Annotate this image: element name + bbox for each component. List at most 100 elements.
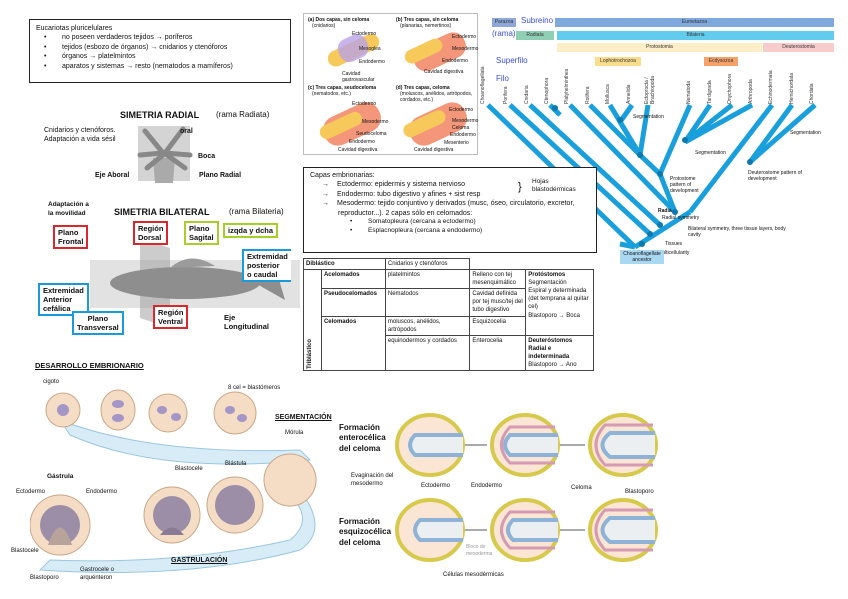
label-line: Anterior — [43, 295, 73, 304]
panel-b-label: Endodermo — [442, 58, 468, 64]
eucariotas-box: Eucariotas pluricelulares no poseen verd… — [29, 19, 291, 83]
phylogenetic-tree: Parazoa Subreino Eumetazoa (rama) Radiat… — [480, 12, 848, 264]
capa-label: Endodermo — [337, 190, 374, 198]
row-grupo: moluscos, anélidos, artrópodos — [384, 315, 471, 336]
capa-text: : epidermis y sistema nervioso — [370, 181, 466, 189]
deuterostomos-line: Blastoporo → Ano — [528, 362, 577, 369]
label-blastocele-gastrula: Blastocele — [11, 548, 39, 554]
panel-a-label: Mesoglea — [359, 46, 381, 52]
label-line: Gastrocele o — [80, 567, 115, 573]
label-line: o caudal — [247, 270, 278, 279]
panel-c-title: (c) Tres capas, seudoceloma — [308, 85, 377, 91]
panel-c-label: Seudoceloma — [356, 131, 387, 137]
label-cigoto: cigoto — [43, 379, 60, 385]
label-line: Formación — [339, 517, 380, 526]
label-line: Formación — [339, 423, 380, 432]
panel-c-subtitle: (nematodos, etc.) — [312, 91, 351, 97]
label-line: Eje — [224, 313, 236, 322]
capa-sub: Somatopleura (cercana a ectodermo) — [342, 218, 590, 227]
panel-a-subtitle: (cnidarios) — [312, 23, 336, 29]
hojas-line: blastodérmicas — [532, 186, 576, 194]
row-grupo: Nematodos — [384, 288, 471, 317]
label-line: Región — [138, 224, 164, 233]
protostomos-cell: Protóstomos Segmentación Espiral y deter… — [525, 269, 594, 336]
label-region-dorsal: Región Dorsal — [133, 221, 169, 245]
radia-label: Radia — [658, 208, 672, 214]
panel-c-label: Endodermo — [349, 139, 375, 145]
label-subreino: Subreino — [521, 16, 554, 25]
label-eje-aboral: Eje Aboral — [95, 172, 130, 179]
label-plano-radial: Plano Radial — [199, 172, 242, 179]
label-morula: Mórula — [285, 430, 304, 436]
bilateral-note-line: la movilidad — [48, 209, 86, 217]
panel-a-label: Endodermo — [359, 59, 385, 65]
annotation: Multicellularity — [658, 250, 690, 256]
label-bloco-mesoderma: Bloco de mesoderma — [466, 544, 492, 557]
label-line: posterior — [247, 261, 280, 270]
label-line: del celoma — [339, 443, 381, 453]
panel-a-label: Cavidad gastrovascular — [342, 71, 375, 83]
label-line: esquizocélica — [339, 527, 392, 537]
label-line: enterocélica — [339, 433, 386, 443]
annotation: Radial symmetry — [662, 215, 700, 221]
label-line: Bloco de — [466, 544, 486, 550]
label-line: Dorsal — [138, 233, 162, 242]
label-blastula: Blástula — [225, 461, 247, 467]
label-line: arquénteron — [80, 575, 113, 582]
label-line: Transversal — [77, 323, 119, 332]
panel-b-label: Ectodermo — [452, 34, 477, 40]
label-extremidad-anterior: Extremidad Anterior cefálica — [38, 283, 89, 316]
label-endodermo-celoma: Endodermo — [471, 483, 503, 489]
capas-title: Capas embrionarias: — [310, 172, 375, 179]
label-blastoporo: Blastoporo — [30, 575, 59, 581]
label-line: Región — [158, 308, 184, 317]
diblastico-header: Diblástico — [303, 257, 386, 271]
panel-b-label: Cavidad digestiva — [424, 69, 464, 75]
capa-text: : tubo digestivo y afines + sist resp — [373, 190, 481, 198]
row-celoma: Esquizocelia — [469, 315, 527, 336]
label-blastoporo-celoma: Blastoporo — [625, 489, 654, 495]
hojas-blastodermicas: Hojas blastodérmicas — [532, 178, 576, 195]
label-line: Evaginación del — [351, 473, 394, 479]
panel-d-label: Ectodermo — [449, 107, 474, 113]
embryo-development-illustration — [30, 389, 317, 573]
simetria-bilateral-rama: (rama Bilateria) — [229, 207, 284, 216]
label-line: Plano — [189, 224, 210, 233]
coelom-formation-illustration — [395, 413, 658, 562]
cnidarian-illustration — [137, 126, 193, 183]
label-line: Longitudinal — [224, 322, 269, 332]
capa-sub: Esplacnopleura (cercana a endodermo) — [342, 227, 590, 236]
panel-d-subtitle: (moluscos, anélidos, artrópodos, cordado… — [400, 91, 473, 103]
panel-d-label: Mesodermo — [452, 118, 479, 124]
label-line: Frontal — [58, 237, 84, 246]
annotation: Segmentation — [633, 114, 664, 120]
label-gastrulacion: GASTRULACIÓN — [171, 557, 228, 564]
label-line: Extremidad — [247, 252, 288, 261]
capa-label: Mesodermo — [337, 200, 374, 208]
panel-d-label: Endodermo — [450, 132, 476, 138]
eucariotas-item: aparatos y sistemas → resto (nematodos a… — [36, 62, 284, 72]
label-formacion-enterocelica: Formación enterocélica del celoma — [339, 423, 386, 454]
label-celulas-mesodermicas: Células mesodérmicas — [443, 572, 504, 578]
protostomos-line: Espiral y determinada (det temprana al q… — [528, 288, 589, 311]
label-8-celulas: 8 cel = blastómeros — [228, 385, 281, 391]
panel-b-title: (b) Tres capas, sin celoma — [396, 17, 459, 23]
deuterostomos-cell: Deuteróstomos Radial e indeterminada Bla… — [525, 334, 594, 372]
protostomos-line: Segmentación — [528, 280, 567, 287]
bar-bilateria: Bilateria — [557, 31, 834, 40]
brace-icon: } — [518, 181, 522, 193]
panel-c-label: Ectodermo — [352, 101, 377, 107]
eucariotas-title: Eucariotas pluricelulares — [36, 25, 113, 32]
simetria-bilateral-title: SIMETRIA BILATERAL — [114, 207, 210, 217]
panel-d-title: (d) Tres capas, celoma — [396, 85, 450, 91]
row-tipo: Acelomados — [320, 269, 386, 290]
panel-b-label: Mesodermo — [452, 46, 479, 52]
label-plano-transversal: Plano Transversal — [72, 311, 124, 335]
annotation: Segmentation — [790, 130, 821, 136]
panel-a-label: Ectodermo — [352, 31, 377, 37]
row-tipo: Pseudocelomados — [320, 288, 386, 317]
panel-d-label: Cavidad digestiva — [414, 147, 454, 153]
capa-endodermo: →Endodermo: tubo digestivo y afines + si… — [322, 190, 481, 198]
bar-parazoa: Parazoa — [492, 18, 516, 27]
protostomos-line: Protóstomos — [528, 272, 566, 279]
